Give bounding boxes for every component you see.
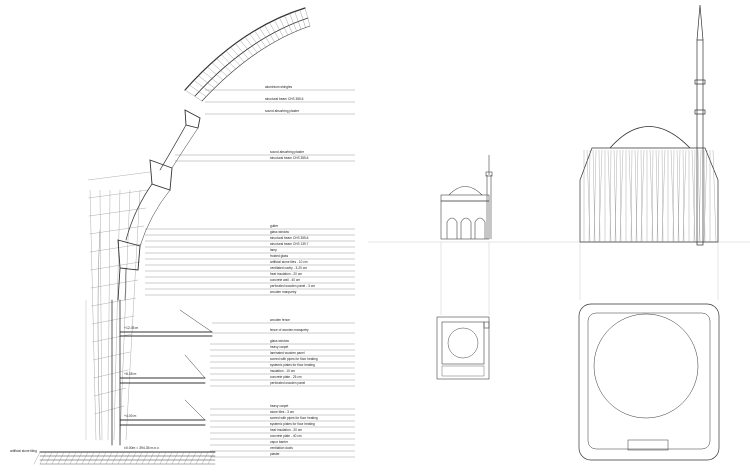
label-floor1-2: laminated wooden panel [270, 351, 305, 355]
level-label-floor1: +8.35 m [124, 372, 137, 376]
concrete-wall [85, 229, 121, 446]
level-label-ground: ±0.00m = 394.35 m.n.v. [124, 446, 160, 450]
label-floor2-1: stone tiles - 3 cm [270, 410, 295, 414]
label-floor2-0: heavy carpet [270, 404, 289, 408]
label-mid-0: sound absorbing plaster [270, 150, 305, 154]
label-lower-8: heat insulation - 20 cm [270, 272, 303, 276]
label-leaders [145, 89, 355, 458]
label-lower-11: wooden marquetry [270, 290, 297, 294]
label-floor2-5: concrete plate - 40 cm [270, 434, 302, 438]
floor-slabs [119, 309, 213, 426]
structural-segments [117, 109, 201, 301]
large-mosque-elevation [579, 147, 719, 243]
label-lower-6: artificial stone tiles - 10 cm [270, 260, 308, 264]
label-lower-2: structural beam CHS 355.6 [270, 236, 309, 240]
large-mosque-drawing [578, 4, 720, 461]
label-floor2-3: systemic plates for floor heating [270, 422, 315, 426]
label-fence-0: wooden fence [270, 318, 290, 322]
label-floor2-8: plaster [270, 452, 280, 456]
dome-shell [184, 7, 311, 102]
dome-section-detail [33, 7, 311, 465]
label-lower-9: concrete wall - 40 cm [270, 278, 301, 282]
minaret [694, 4, 706, 246]
large-mosque-plan [578, 303, 720, 461]
label-floor1-3: screed with pipes for floor heating [270, 357, 318, 361]
label-floor1-7: perforated wooden panel [270, 381, 306, 385]
facade-grid [87, 171, 151, 441]
label-lower-1: glass window [270, 230, 289, 234]
label-roof-1: structural beam CHS 355.6 [265, 97, 304, 101]
large-mosque-projection-lines [579, 242, 719, 300]
large-dome [609, 126, 691, 149]
label-roof-0: aluminium shingles [265, 85, 293, 89]
level-label-fence: +12.05 m [124, 326, 139, 330]
label-floor2-6: vapor barrier [270, 440, 289, 444]
label-fence-1: fence of wooden marquetry [270, 328, 309, 332]
label-floor2-2: screed with pipes for floor heating [270, 416, 318, 420]
label-floor1-0: glass window [270, 339, 289, 343]
label-floor1-1: heavy carpet [270, 345, 289, 349]
label-floor2-4: heat insulation - 20 cm [270, 428, 303, 432]
label-lower-10: perforated wooden panel - 3 cm [270, 284, 316, 288]
small-mosque-projection-lines [440, 242, 490, 315]
label-floor1-4: systemic plates for floor heating [270, 363, 315, 367]
label-lower-0: gutter [270, 224, 279, 228]
level-label-floor2: +4.00 m [124, 414, 137, 418]
small-mosque-plan [436, 316, 490, 380]
ground-foundation [33, 451, 216, 465]
label-roof-2: sound absorbing plaster [265, 109, 300, 113]
label-floor1-6: concrete plate - 25 cm [270, 375, 302, 379]
label-lower-7: ventilated cavity - 3-20 cm [270, 266, 308, 270]
label-lower-3: structural beam CHS 139.7 [270, 242, 309, 246]
label-floor2-7: ventilation ducts [270, 446, 293, 450]
label-floor1-5: insulation - 10 cm [270, 369, 295, 373]
small-mosque-drawing [436, 155, 493, 380]
label-lower-5: frosted glass [270, 254, 289, 258]
label-lower-4: lamp [270, 248, 277, 252]
label-mid-1: structural beam CHS 355.6 [270, 156, 309, 160]
ground-tiling-label: artificial stone tiling [10, 449, 37, 453]
small-mosque-elevation [440, 155, 493, 240]
